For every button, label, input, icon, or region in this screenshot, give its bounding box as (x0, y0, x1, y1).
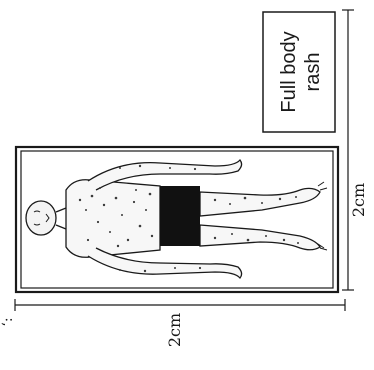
dimension-bottom-label: 2cm (165, 313, 184, 347)
torso (66, 180, 160, 258)
dimension-right (342, 10, 354, 290)
label-line-2: rash (302, 53, 324, 92)
dimension-bottom (15, 299, 345, 311)
shorts (160, 186, 200, 246)
leg-lower (200, 225, 320, 250)
label-box: Full body rash (263, 12, 335, 132)
leg-upper (200, 188, 320, 216)
head (26, 201, 56, 235)
corner-mark: ‘: (0, 317, 16, 326)
dimension-right-label: 2cm (349, 183, 368, 217)
label-line-1: Full body (278, 31, 300, 112)
